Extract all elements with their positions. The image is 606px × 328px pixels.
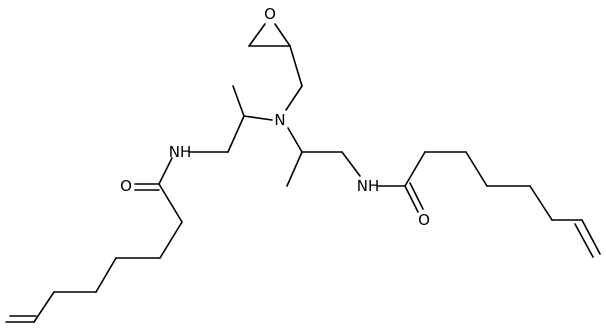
- epoxide-bond-o-c2: [274, 23, 291, 47]
- bond-epoxide-ch2: [289, 45, 303, 87]
- epoxide-bond-o-c1: [248, 23, 266, 47]
- double-bond-co-right-b: [409, 182, 424, 210]
- amide-nitrogen-left-label: NH: [169, 143, 192, 161]
- bond-n-ch-right: [287, 127, 303, 153]
- bond-n-ch-left: [243, 115, 273, 121]
- bond-ch-methyl-right: [286, 151, 303, 187]
- tertiary-nitrogen-label: N: [274, 111, 285, 129]
- bond-chain-right-5: [529, 185, 553, 221]
- bond-chain-right-7: [581, 219, 601, 255]
- amide-nitrogen-right-label: NH: [357, 177, 380, 195]
- bond-nh-co-left: [158, 157, 173, 185]
- double-bond-co-right-a: [404, 185, 419, 213]
- bond-ch2-nh-right: [341, 151, 361, 177]
- bond-ch2-n: [285, 85, 303, 111]
- double-bond-vinyl-right-a: [574, 223, 594, 258]
- bond-ch-ch2-left: [227, 115, 245, 153]
- bond-ch-methyl-left: [232, 85, 245, 117]
- amide-oxygen-right-label: O: [418, 211, 430, 229]
- epoxide-oxygen-label: O: [264, 5, 276, 23]
- bond-chain-left-6: [33, 291, 55, 323]
- bonds: [5, 23, 601, 323]
- bond-chain-left-2: [159, 221, 183, 259]
- bond-chain-right-1: [404, 151, 426, 187]
- atom-labels: O N NH O NH O: [120, 5, 430, 229]
- bond-chain-right-3: [465, 151, 488, 187]
- bond-chain-left-1: [158, 183, 183, 223]
- amide-oxygen-left-label: O: [120, 177, 132, 195]
- bond-chain-left-4: [95, 257, 117, 293]
